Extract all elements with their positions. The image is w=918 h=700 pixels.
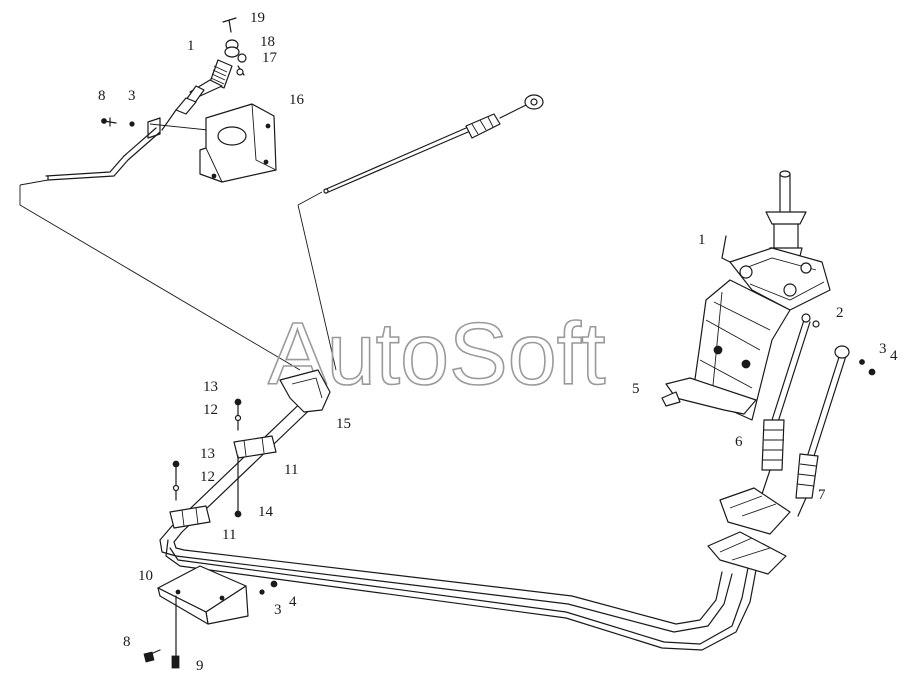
callout-11-b: 11 — [222, 527, 236, 543]
callout-11-a: 11 — [284, 462, 298, 478]
callout-9: 9 — [196, 658, 204, 674]
callout-17: 17 — [262, 50, 278, 66]
shift-lever-assembly — [661, 170, 876, 575]
callout-6: 6 — [735, 434, 743, 450]
bracket-10 — [143, 565, 278, 669]
callout-13-b: 13 — [200, 446, 215, 462]
callout-4-right: 4 — [890, 348, 898, 364]
callout-15: 15 — [336, 416, 351, 432]
leader-lines — [19, 179, 337, 371]
shift-rod-tube — [159, 369, 757, 651]
callout-2: 2 — [836, 305, 844, 321]
callout-3-right: 3 — [879, 341, 887, 357]
callout-7: 7 — [818, 487, 826, 503]
callout-4-bottom: 4 — [289, 594, 297, 610]
upper-cable-assembly — [45, 17, 277, 183]
callout-12-a: 12 — [203, 402, 218, 418]
callout-3-top: 3 — [128, 88, 136, 104]
callout-18: 18 — [260, 34, 275, 50]
long-control-cable — [323, 94, 544, 194]
callout-10: 10 — [138, 568, 153, 584]
callout-1-right: 1 — [698, 232, 706, 248]
callout-5: 5 — [632, 381, 640, 397]
callout-14: 14 — [258, 504, 274, 520]
callout-3-bottom: 3 — [274, 602, 282, 618]
callout-19: 19 — [250, 10, 265, 26]
callout-8-top: 8 — [98, 88, 106, 104]
callout-16: 16 — [289, 92, 305, 108]
callout-8-bottom: 8 — [123, 634, 131, 650]
callout-12-b: 12 — [200, 469, 215, 485]
callout-13-a: 13 — [203, 379, 218, 395]
callout-labels: 19 1 18 17 8 3 16 1 2 3 4 5 6 7 13 12 15… — [98, 10, 898, 674]
callout-1-top: 1 — [187, 38, 195, 54]
